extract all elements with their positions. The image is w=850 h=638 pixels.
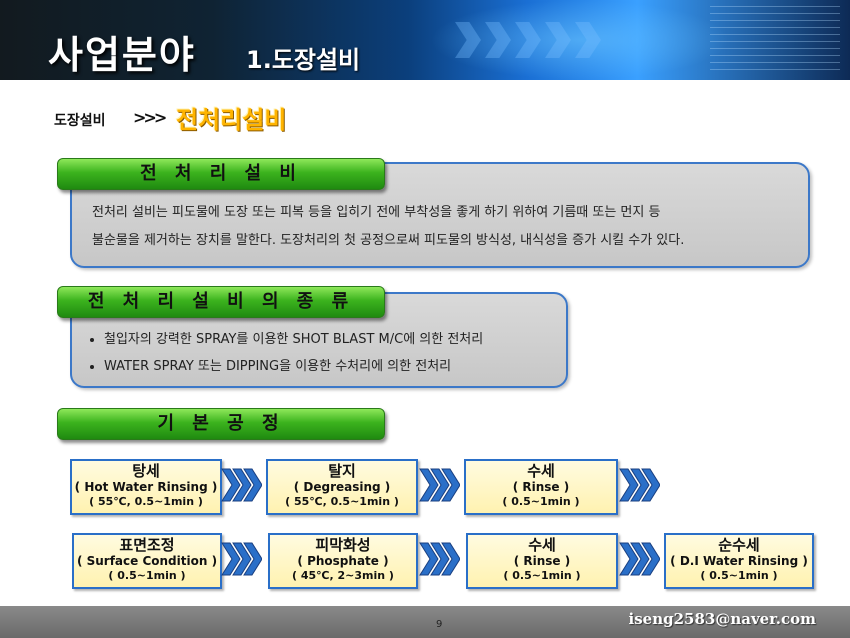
definition-line-1: 전처리 설비는 피도물에 도장 또는 피복 등을 입히기 전에 부착성을 좋게 … <box>92 205 661 220</box>
step-name: 표면조정 <box>119 536 175 554</box>
step-english: ( Surface Condition ) <box>76 554 218 568</box>
types-list-item: 철입자의 강력한 SPRAY를 이용한 SHOT BLAST M/C에 의한 전… <box>104 326 483 353</box>
breadcrumb-parent: 도장설비 <box>54 113 106 129</box>
process-step: 탈지 ( Degreasing ) ( 55℃, 0.5~1min ) <box>266 459 418 515</box>
page-number: 9 <box>436 619 443 630</box>
step-condition: ( 0.5~1min ) <box>700 569 778 582</box>
triple-chevron-right-icon <box>221 542 262 576</box>
step-name: 탈지 <box>328 462 356 480</box>
process-step: 표면조정 ( Surface Condition ) ( 0.5~1min ) <box>72 533 222 589</box>
process-step: 피막화성 ( Phosphate ) ( 45℃, 2~3min ) <box>268 533 418 589</box>
contact-email: iseng2583@naver.com <box>628 610 816 628</box>
step-condition: ( 55℃, 0.5~1min ) <box>89 495 203 508</box>
step-name: 수세 <box>528 536 556 554</box>
step-english: ( Rinse ) <box>512 480 570 494</box>
triple-chevron-right-icon <box>221 468 262 502</box>
process-step: 수세 ( Rinse ) ( 0.5~1min ) <box>466 533 618 589</box>
triple-chevron-right-icon <box>619 468 660 502</box>
types-list-item: WATER SPRAY 또는 DIPPING을 이용한 수처리에 의한 전처리 <box>104 353 483 380</box>
step-english: ( Phosphate ) <box>297 554 389 568</box>
process-step: 탕세 ( Hot Water Rinsing ) ( 55℃, 0.5~1min… <box>70 459 222 515</box>
banner-glow <box>430 0 730 80</box>
step-condition: ( 55℃, 0.5~1min ) <box>285 495 399 508</box>
step-english: ( Rinse ) <box>513 554 571 568</box>
step-name: 탕세 <box>132 462 160 480</box>
banner-line-decoration <box>710 6 840 76</box>
process-step: 수세 ( Rinse ) ( 0.5~1min ) <box>464 459 618 515</box>
step-name: 피막화성 <box>315 536 371 554</box>
step-condition: ( 0.5~1min ) <box>503 569 581 582</box>
triple-chevron-right-icon <box>419 542 460 576</box>
definition-line-2: 불순물을 제거하는 장치를 말한다. 도장처리의 첫 공정으로써 피도물의 방식… <box>92 233 685 248</box>
process-step: 순수세 ( D.I Water Rinsing ) ( 0.5~1min ) <box>664 533 814 589</box>
breadcrumb-current: 전처리설비 <box>176 106 287 134</box>
page-title: 사업분야 <box>48 33 196 77</box>
step-english: ( Degreasing ) <box>293 480 391 494</box>
step-english: ( Hot Water Rinsing ) <box>74 480 218 494</box>
breadcrumb-separator: >>> <box>133 108 167 127</box>
footer-bar <box>0 606 850 638</box>
step-name: 수세 <box>527 462 555 480</box>
page-subtitle: 1.도장설비 <box>246 46 361 74</box>
step-condition: ( 45℃, 2~3min ) <box>292 569 394 582</box>
header-banner <box>0 0 850 80</box>
types-heading: 전 처 리 설 비 의 종 류 <box>57 286 385 318</box>
triple-chevron-right-icon <box>419 468 460 502</box>
step-condition: ( 0.5~1min ) <box>108 569 186 582</box>
triple-chevron-right-icon <box>619 542 660 576</box>
step-name: 순수세 <box>718 536 760 554</box>
step-condition: ( 0.5~1min ) <box>502 495 580 508</box>
step-english: ( D.I Water Rinsing ) <box>670 554 808 568</box>
definition-heading: 전 처 리 설 비 <box>57 158 385 190</box>
types-list: 철입자의 강력한 SPRAY를 이용한 SHOT BLAST M/C에 의한 전… <box>86 326 483 380</box>
process-heading: 기 본 공 정 <box>57 408 385 440</box>
